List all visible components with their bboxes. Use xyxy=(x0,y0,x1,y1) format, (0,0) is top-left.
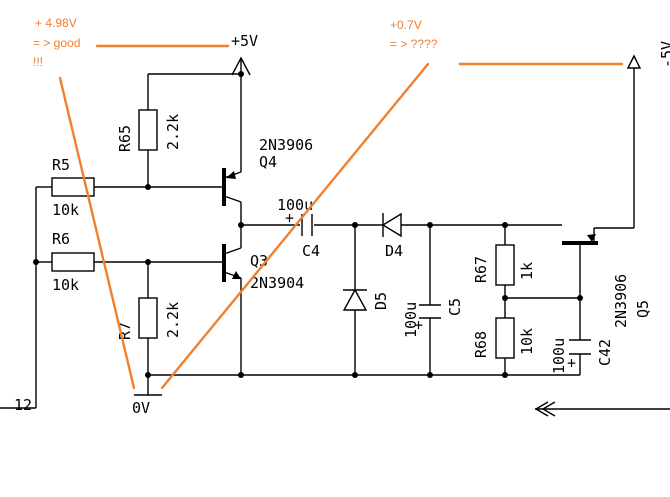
edge-number: 12 xyxy=(14,396,32,414)
annotation-strokes xyxy=(58,44,624,390)
edge-connector: 12 xyxy=(14,396,32,414)
r5-name: R5 xyxy=(52,156,70,174)
q4-part: 2N3906 xyxy=(259,136,313,154)
wires xyxy=(0,58,670,410)
minus5v-label: -5V xyxy=(658,41,670,68)
c42-name: C42 xyxy=(596,339,614,366)
resistor-r67: R67 1k xyxy=(472,244,536,286)
c42-value: 100u xyxy=(550,338,568,374)
left-note-line-2: = > good xyxy=(33,36,80,50)
resistor-r65: R65 2.2k xyxy=(116,109,182,152)
c5-name: C5 xyxy=(446,298,464,316)
double-chevron-icon xyxy=(534,401,556,417)
transistor-q4: 2N3906 Q4 xyxy=(222,136,313,206)
r68-value: 10k xyxy=(518,328,536,355)
c4-value: 100u xyxy=(277,196,313,214)
c42-polarity: + xyxy=(567,354,576,372)
capacitor-c5: 100u + C5 xyxy=(402,298,464,338)
transistor-q3: Q3 2N3904 xyxy=(222,244,304,292)
d5-name: D5 xyxy=(372,292,390,310)
ground-node: 0V xyxy=(132,399,150,417)
resistor-r6: R6 10k xyxy=(51,230,95,294)
transistor-q5: 2N3906 Q5 xyxy=(562,228,652,328)
c5-value: 100u xyxy=(402,302,420,338)
c5-polarity: + xyxy=(414,316,423,334)
q4-name: Q4 xyxy=(259,153,277,171)
resistor-r68: R68 10k xyxy=(472,317,536,359)
r67-value: 1k xyxy=(518,262,536,280)
r65-name: R65 xyxy=(116,125,134,152)
r68-name: R68 xyxy=(472,331,490,358)
r67-name: R67 xyxy=(472,256,490,283)
diode-d4: D4 xyxy=(381,212,403,260)
q3-part: 2N3904 xyxy=(250,274,304,292)
right-note-line-1: +0.7V xyxy=(390,18,422,32)
r6-value: 10k xyxy=(52,276,79,294)
r5-value: 10k xyxy=(52,201,79,219)
r6-name: R6 xyxy=(52,230,70,248)
annotation-left-note: + 4.98V = > good !!! xyxy=(33,16,80,69)
c4-name: C4 xyxy=(302,242,320,260)
q5-name: Q5 xyxy=(634,300,652,318)
r65-value: 2.2k xyxy=(164,114,182,150)
minus5v-supply: -5V xyxy=(626,41,670,69)
left-note-line-1: + 4.98V xyxy=(35,16,77,30)
plus5v-label: +5V xyxy=(231,32,258,50)
diode-d5: D5 xyxy=(342,288,390,311)
r7-value: 2.2k xyxy=(164,302,182,338)
ground-label: 0V xyxy=(132,399,150,417)
capacitor-c42: 100u + C42 xyxy=(550,338,614,374)
right-note-line-2: = > ???? xyxy=(390,37,438,51)
junction-dots xyxy=(33,71,583,378)
resistor-r7: R7 2.2k xyxy=(116,297,182,340)
annotation-right-note: +0.7V = > ???? xyxy=(390,18,438,51)
left-note-line-3: !!! xyxy=(33,55,43,69)
plus5v-supply: +5V xyxy=(231,32,258,76)
d4-name: D4 xyxy=(385,242,403,260)
resistor-r5: R5 10k xyxy=(51,156,95,219)
capacitor-c4: 100u + C4 xyxy=(277,196,320,260)
q5-part: 2N3906 xyxy=(612,274,630,328)
c4-polarity: + xyxy=(285,209,294,227)
